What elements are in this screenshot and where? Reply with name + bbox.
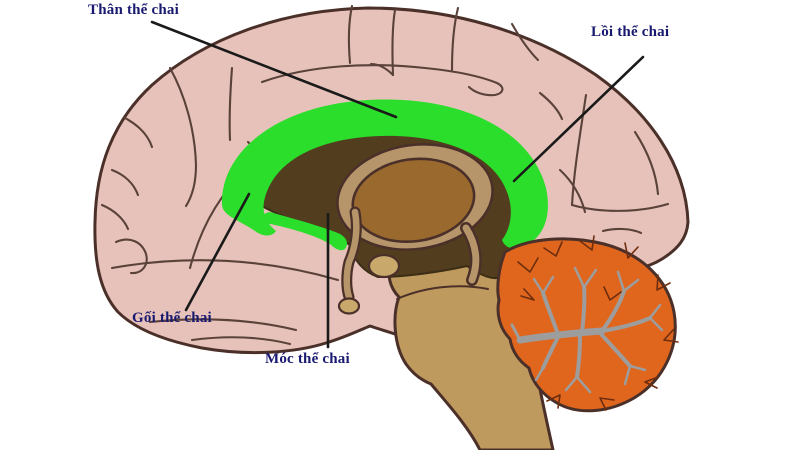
arbor-vitae-branch <box>648 303 664 332</box>
cerebellum-twig <box>517 257 539 273</box>
sulcus-line <box>538 91 564 121</box>
arbor-vitae <box>510 266 664 394</box>
arbor-vitae-branch <box>541 335 560 370</box>
sulcus-line <box>123 116 154 149</box>
anterior-commissure-blob <box>367 253 401 279</box>
arbor-vitae-branch <box>510 323 522 342</box>
sulcus-line <box>570 202 670 212</box>
arbor-vitae-branch <box>534 366 545 382</box>
cerebellum-twig <box>579 235 595 251</box>
arbor-vitae-branch <box>580 285 587 334</box>
arbor-vitae-branch <box>600 289 626 333</box>
sulcus-line <box>450 6 460 72</box>
arbor-vitae-branch <box>516 327 606 344</box>
arbor-vitae-branch <box>616 270 640 293</box>
label-moc-the-chai: Móc thể chai <box>265 351 350 367</box>
cerebellum-twig <box>599 397 615 411</box>
cerebellum-twig <box>644 376 659 389</box>
pons-upper-border-line <box>396 285 489 300</box>
leader-line-loi <box>512 55 645 183</box>
sulcus-line <box>100 203 130 231</box>
label-loi-the-chai: Lồi thể chai <box>591 24 670 40</box>
optic-chiasm-ball <box>337 297 361 315</box>
arbor-vitae-branch <box>575 333 582 379</box>
sulcus-line <box>114 238 148 275</box>
sulcus-line <box>570 93 588 207</box>
arbor-vitae-branch <box>541 291 560 336</box>
sulcus-line <box>347 4 354 65</box>
label-goi-the-chai: Gối thể chai <box>132 310 212 326</box>
arbor-vitae-branch <box>623 364 647 386</box>
cerebellum-twigs <box>517 235 679 411</box>
cerebellum-twig <box>656 274 671 291</box>
arbor-vitae-branch <box>532 275 555 295</box>
leader-line-than <box>150 20 398 119</box>
sulcus-line <box>558 168 587 214</box>
sulcus-line <box>148 318 298 332</box>
cerebellum-twig <box>603 286 622 301</box>
fornix-column <box>343 208 360 301</box>
sulcus-line <box>260 64 504 97</box>
sulcus-line <box>190 336 292 346</box>
sulcus-line <box>228 66 234 142</box>
leader-lines <box>150 20 645 349</box>
fornix-crus <box>462 224 480 284</box>
corpus-callosum-highlight <box>221 99 548 249</box>
sulcus-line <box>391 8 397 77</box>
sulcus-line <box>168 66 198 208</box>
cerebellum-twig <box>520 288 535 301</box>
sulcus-line <box>110 168 140 197</box>
cerebellum-twig <box>546 394 561 409</box>
arbor-vitae-branch <box>600 316 652 333</box>
cerebellum-twig <box>543 241 563 257</box>
cerebellum-twig <box>624 242 639 259</box>
arbor-vitae-branch <box>564 375 592 394</box>
sulcus-line <box>633 130 660 196</box>
leader-line-goi <box>184 192 251 312</box>
corpus-callosum-rostrum <box>262 212 348 251</box>
sulcus-line <box>601 227 643 235</box>
arbor-vitae-branch <box>598 331 632 368</box>
sulcus-line <box>369 62 395 77</box>
sulcus-line <box>510 22 540 62</box>
arbor-vitae-branch <box>573 266 598 289</box>
cerebellum-twig <box>663 328 679 343</box>
label-than-the-chai: Thân thể chai <box>88 2 179 18</box>
sulcus-line <box>110 259 340 282</box>
